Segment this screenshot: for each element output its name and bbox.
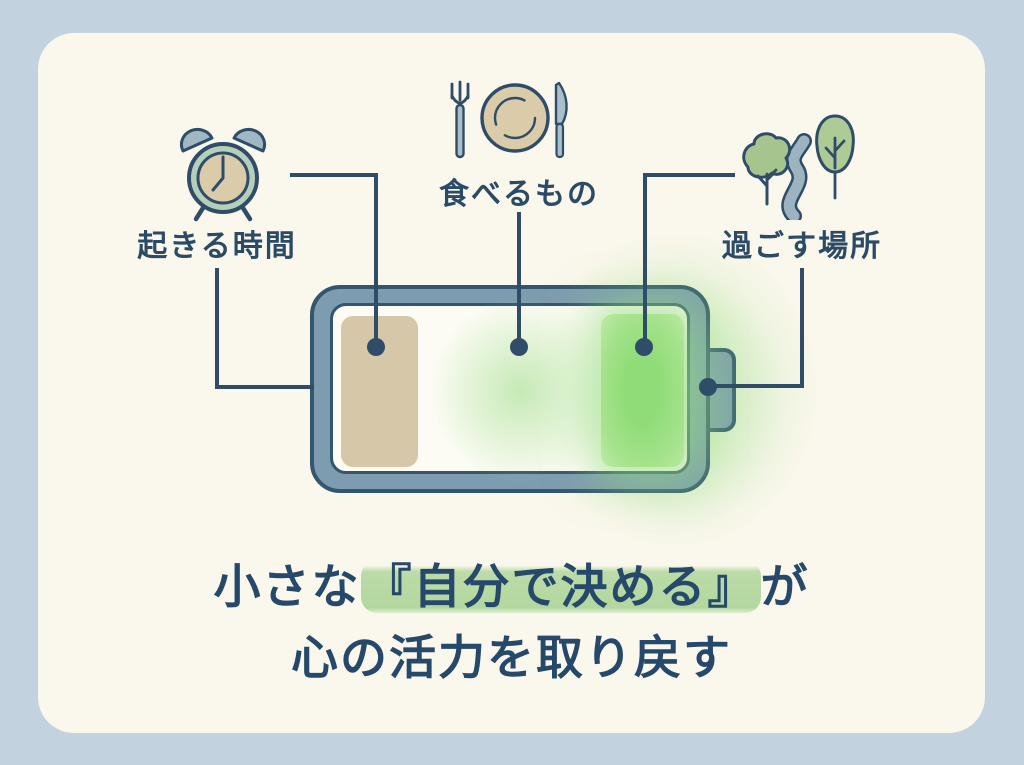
trees-path-icon <box>742 114 855 220</box>
connector-food-vertical <box>517 212 521 349</box>
connector-place-vertical <box>643 173 647 349</box>
meal-plate-icon <box>450 80 568 159</box>
label-place: 過ごす場所 <box>721 230 883 263</box>
caption-line1-suffix: が <box>760 560 810 613</box>
caption-line1: 小さな『自分で決める』が <box>38 552 985 623</box>
caption-line2: 心の活力を取り戻す <box>291 630 732 684</box>
caption: 小さな『自分で決める』が 心の活力を取り戻す <box>38 552 985 693</box>
connector-wake-label-vertical <box>215 268 219 388</box>
connector-wake-label-horizontal <box>215 385 314 389</box>
connector-wake-horizontal <box>290 173 378 177</box>
connector-place-horizontal <box>643 173 735 177</box>
connector-dot-food <box>510 338 528 356</box>
label-wake-time: 起きる時間 <box>137 230 297 263</box>
label-food: 食べるもの <box>439 178 599 211</box>
connector-dot-wake <box>367 338 385 356</box>
caption-line1-prefix: 小さな <box>213 560 361 613</box>
caption-line1-highlight: 『自分で決める』 <box>360 560 761 613</box>
alarm-clock-icon <box>179 127 267 222</box>
connector-wake-vertical <box>374 173 378 349</box>
connector-terminal-horizontal <box>707 384 804 388</box>
connector-dot-place <box>635 338 653 356</box>
connector-place-label-vertical <box>800 268 804 387</box>
connector-dot-terminal <box>699 378 717 396</box>
